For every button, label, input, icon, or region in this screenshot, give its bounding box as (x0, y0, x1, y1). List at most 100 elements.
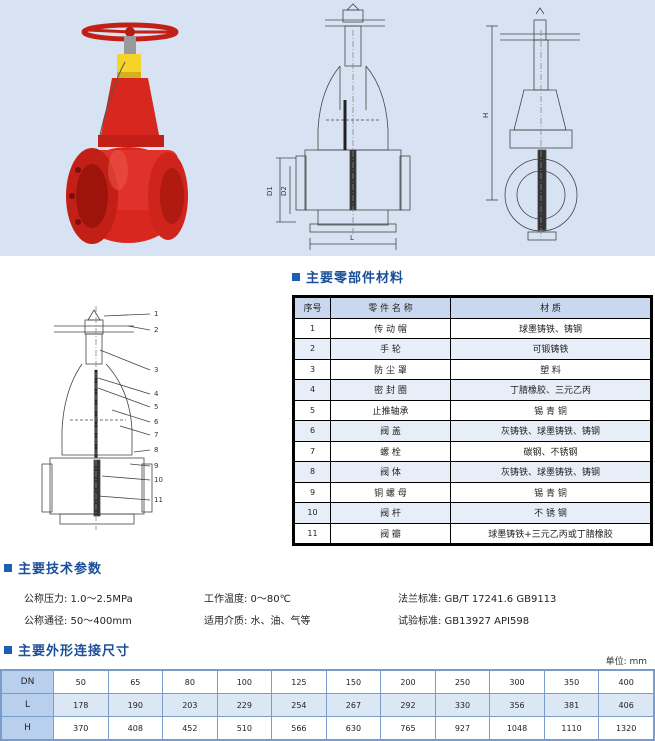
dims-row-l: L 178 190 203 229 254 267 292 330 356 38… (1, 693, 654, 717)
dims-cell: 50 (53, 670, 109, 694)
dim-d2-label: D2 (280, 186, 288, 196)
row-name: 铜 螺 母 (330, 481, 451, 503)
header-no: 序号 (294, 297, 331, 319)
dims-cell: 100 (216, 670, 273, 694)
param-diameter: 公称通径: 50～400mm (24, 616, 132, 627)
dims-row-h: H 370 408 452 510 566 630 765 927 1048 1… (1, 716, 654, 740)
dims-cell: 150 (325, 670, 382, 694)
section-drawing (276, 3, 411, 250)
dims-cell: 178 (53, 693, 109, 717)
dims-cell: 229 (216, 693, 273, 717)
dims-cell: 350 (543, 670, 600, 694)
valve-photo (66, 22, 188, 244)
dims-cell: 125 (271, 670, 327, 694)
row-material: 锡 青 铜 (450, 399, 651, 421)
dims-cell: 1110 (543, 716, 600, 740)
row-name: 密 封 圈 (330, 379, 451, 401)
row-label: DN (1, 670, 54, 694)
callout-2: 2 (154, 326, 158, 334)
dims-cell: 250 (434, 670, 491, 694)
callout-8: 8 (154, 446, 158, 454)
row-name: 阀 瓣 (330, 522, 451, 544)
dims-cell: 370 (53, 716, 109, 740)
parts-callout-drawing: 1 2 3 4 5 6 7 8 9 10 11 (41, 306, 163, 530)
dims-cell: 254 (271, 693, 327, 717)
unit-label: 单位: mm (605, 657, 647, 667)
callout-11: 11 (154, 496, 163, 504)
dims-cell: 406 (598, 693, 654, 717)
param-flange: 法兰标准: GB/T 17241.6 GB9113 (398, 594, 557, 605)
dims-cell: 267 (325, 693, 382, 717)
row-no: 11 (294, 522, 331, 544)
param-test: 试验标准: GB13927 API598 (398, 616, 530, 627)
row-material: 塑 料 (450, 358, 651, 380)
product-banner: D1 D2 L H (0, 0, 655, 256)
callout-6: 6 (154, 418, 159, 426)
dims-cell: 927 (434, 716, 491, 740)
row-no: 4 (294, 379, 331, 401)
bullet-square-icon (292, 273, 300, 281)
dims-row-dn: DN 50 65 80 100 125 150 200 250 300 350 … (1, 670, 654, 694)
dim-l-label: L (350, 234, 354, 242)
row-no: 9 (294, 481, 331, 503)
callout-9: 9 (154, 462, 158, 470)
dims-cell: 381 (543, 693, 600, 717)
row-label: H (1, 716, 54, 740)
callout-1: 1 (154, 310, 158, 318)
dims-cell: 452 (162, 716, 218, 740)
param-pressure: 公称压力: 1.0～2.5MPa (24, 594, 133, 605)
row-name: 螺 栓 (330, 440, 451, 462)
row-name: 阀 体 (330, 461, 451, 483)
param-medium: 适用介质: 水、油、气等 (204, 616, 311, 627)
row-no: 6 (294, 420, 331, 442)
dims-cell: 292 (380, 693, 436, 717)
row-no: 2 (294, 338, 331, 360)
callout-5: 5 (154, 403, 158, 411)
dims-cell: 1320 (598, 716, 654, 740)
dims-cell: 190 (107, 693, 164, 717)
row-material: 碳钢、不锈钢 (450, 440, 651, 462)
dims-cell: 408 (107, 716, 164, 740)
bullet-square-icon (4, 564, 12, 572)
row-material: 不 锈 钢 (450, 502, 651, 524)
dims-cell: 630 (325, 716, 382, 740)
callout-4: 4 (154, 390, 159, 398)
header-name: 零 件 名 称 (330, 297, 451, 319)
row-material: 丁腈橡胶、三元乙丙 (450, 379, 651, 401)
header-material: 材 质 (450, 297, 651, 319)
row-material: 可锻铸铁 (450, 338, 651, 360)
bullet-square-icon (4, 646, 12, 654)
callout-7: 7 (154, 431, 158, 439)
row-no: 10 (294, 502, 331, 524)
row-material: 球墨铸铁、铸钢 (450, 317, 651, 339)
dims-cell: 356 (489, 693, 545, 717)
callout-10: 10 (154, 476, 163, 484)
parts-table-header: 序号 零 件 名 称 材 质 (294, 297, 651, 319)
dims-cell: 80 (162, 670, 218, 694)
row-material: 锡 青 铜 (450, 481, 651, 503)
materials-section-title: 主要零部件材料 (292, 267, 404, 286)
dim-h-label: H (482, 113, 490, 118)
side-drawing (486, 7, 580, 241)
dims-cell: 203 (162, 693, 218, 717)
row-no: 3 (294, 358, 331, 380)
row-label: L (1, 693, 54, 717)
row-no: 5 (294, 399, 331, 421)
row-material: 灰铸铁、球墨铸铁、铸钢 (450, 420, 651, 442)
dims-cell: 566 (271, 716, 327, 740)
dims-cell: 200 (380, 670, 436, 694)
dims-cell: 765 (380, 716, 436, 740)
row-no: 8 (294, 461, 331, 483)
row-name: 阀 杆 (330, 502, 451, 524)
dims-cell: 510 (216, 716, 273, 740)
row-name: 阀 盖 (330, 420, 451, 442)
callout-3: 3 (154, 366, 158, 374)
